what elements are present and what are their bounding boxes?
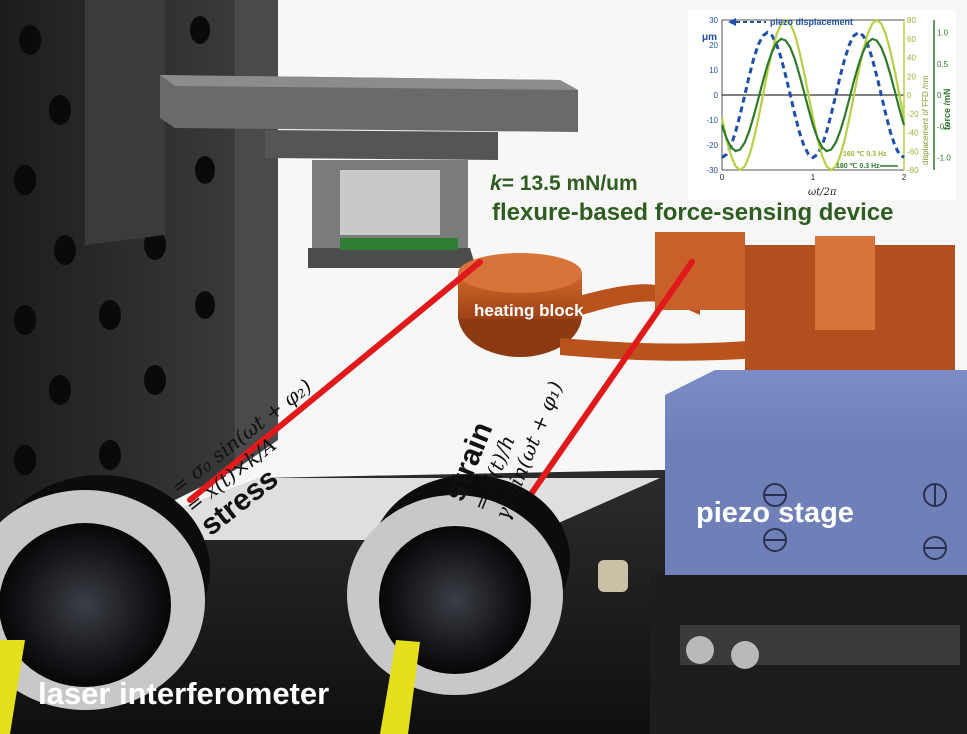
flexure-bracket (160, 75, 578, 271)
y-mid-tick-3: 20 (907, 72, 916, 81)
laser-beams (187, 259, 695, 513)
y-mid-tick-8: -80 (907, 166, 919, 175)
series-line-2 (720, 37, 906, 153)
y-mid-tick-0: 80 (907, 16, 916, 25)
stiffness-label: k= 13.5 mN/um (490, 172, 638, 196)
legend-160: 160 ℃ 0.3 Hz (843, 150, 887, 158)
chart-series-layer (720, 18, 906, 172)
y-right-tick-2: 0 (937, 91, 942, 100)
series-line-1 (720, 18, 906, 172)
y-right-tick-3: -0.5 (937, 122, 951, 131)
inset-background (688, 10, 956, 200)
y-mid-tick-1: 60 (907, 35, 916, 44)
y-mid-tick-2: 40 (907, 54, 916, 63)
y-left-unit: μm (702, 32, 717, 43)
inset-chart: 3020100-10-20-30806040200-20-40-60-801.0… (688, 10, 956, 200)
x-axis-label: ωt/2π (808, 187, 837, 198)
stress-laser-beam (187, 259, 483, 503)
stiffness-symbol: k (490, 172, 502, 195)
y-left-tick-0: 30 (709, 16, 718, 25)
x-tick-0: 0 (720, 173, 725, 182)
y-right-tick-0: 1.0 (937, 29, 949, 38)
y-left-tick-2: 10 (709, 66, 718, 75)
y-left-tick-4: -10 (706, 116, 718, 125)
y-left-tick-3: 0 (714, 91, 719, 100)
y-mid-tick-4: 0 (907, 91, 912, 100)
y-right-tick-1: 0.5 (937, 60, 949, 69)
x-tick-1: 1 (811, 173, 816, 182)
interferometer-heads (0, 475, 570, 734)
interferometer-head-strain (347, 475, 570, 734)
device-label: flexure-based force-sensing device (492, 199, 894, 226)
legend-160-label: 160 ℃ 0.3 Hz (843, 150, 887, 158)
y-mid-axis-label: displacement of FFD /nm (921, 75, 930, 165)
piezo-stage-shape (598, 370, 967, 734)
piezo-stage-label: piezo stage (696, 497, 854, 529)
legend-180-label: 180 ℃ 0.3 Hz (836, 162, 880, 170)
chart-tick-layer: 3020100-10-20-30806040200-20-40-60-801.0… (706, 16, 951, 182)
y-mid-tick-5: -20 (907, 110, 919, 119)
strain-laser-beam (517, 259, 695, 513)
legend-piezo-label: piezo displacement (770, 17, 853, 27)
legend-180: 180 ℃ 0.3 Hz (836, 162, 898, 170)
y-left-tick-6: -30 (706, 166, 718, 175)
y-left-tick-5: -20 (706, 141, 718, 150)
y-mid-tick-7: -60 (907, 147, 919, 156)
heating-block-label: heating block (474, 301, 584, 320)
series-line-0 (721, 30, 905, 160)
stiffness-value: = 13.5 mN/um (501, 172, 638, 195)
x-tick-2: 2 (902, 173, 907, 182)
y-right-axis-label: force /mN (942, 88, 952, 130)
interferometer-head-stress (0, 475, 210, 734)
inset-plot-frame (721, 19, 935, 171)
legend-piezo: piezo displacement (728, 17, 853, 27)
laser-interferometer-label: laser interferometer (38, 676, 330, 711)
y-left-tick-1: 20 (709, 41, 718, 50)
y-mid-tick-6: -40 (907, 129, 919, 138)
y-right-tick-4: -1.0 (937, 154, 951, 163)
